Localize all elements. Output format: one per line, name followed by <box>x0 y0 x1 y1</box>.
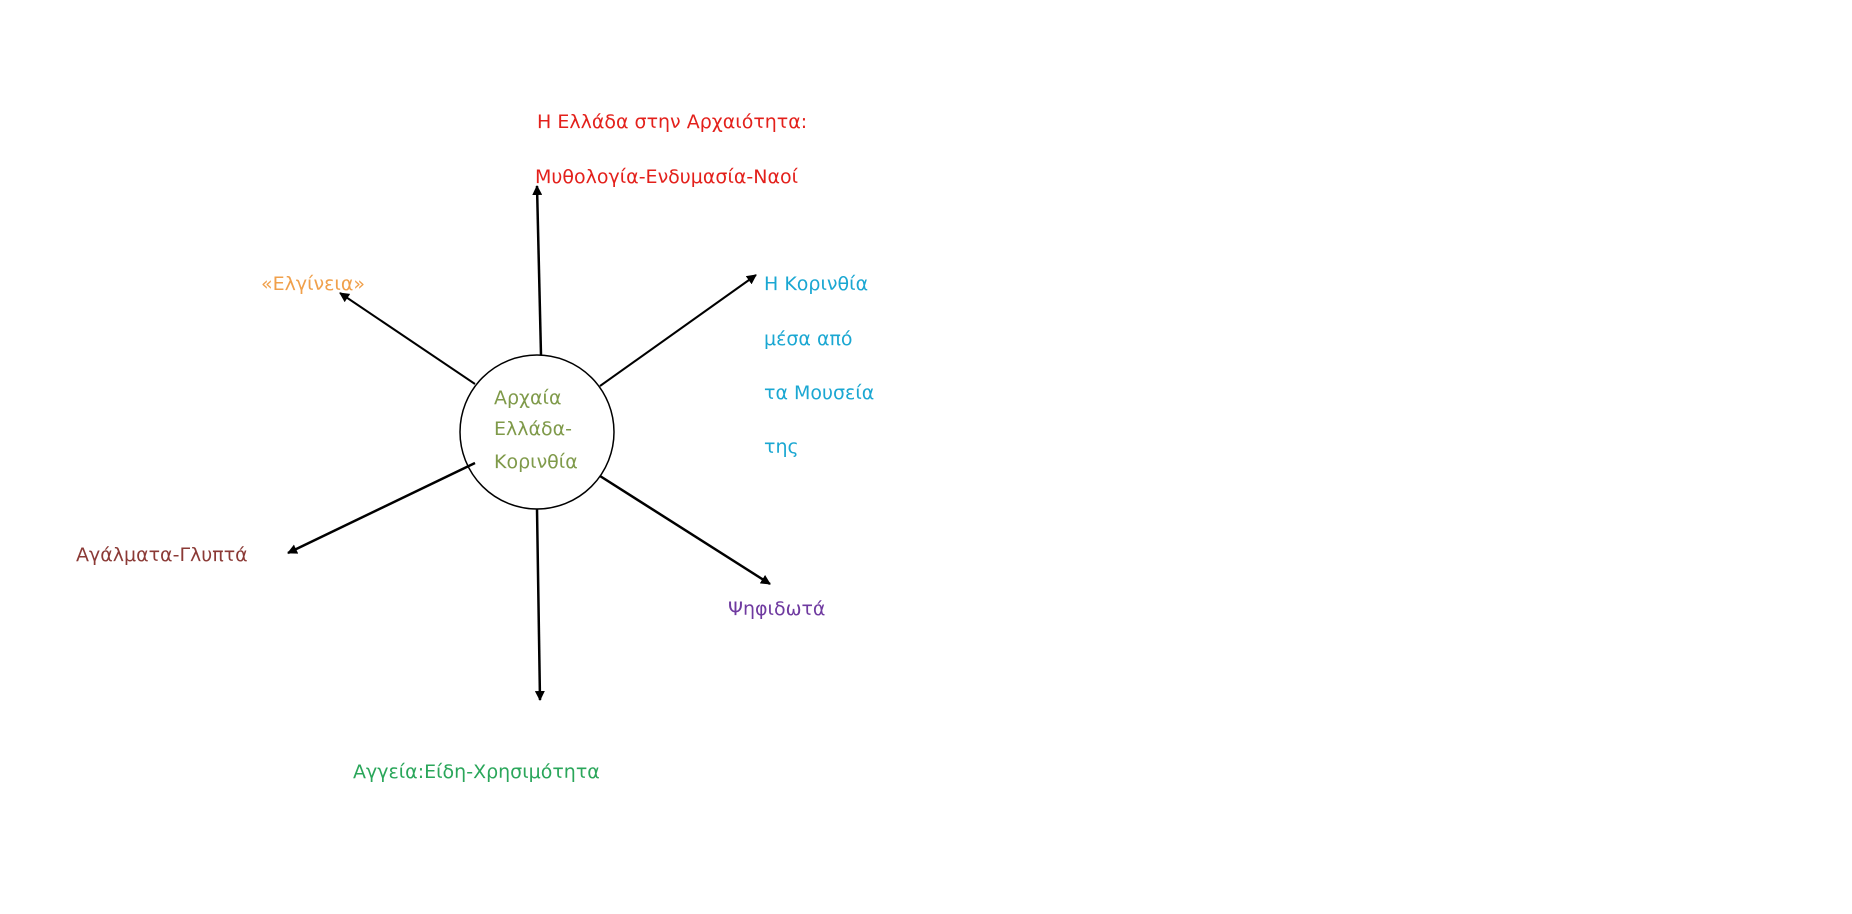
upper-right-branch-line-4: της <box>764 436 799 458</box>
arrow-to-upper-left <box>339 292 476 385</box>
upper-left-branch-label: «Ελγίνεια» <box>261 273 366 295</box>
top-branch-line-2: Μυθολογία-Ενδυμασία-Ναοί <box>535 166 799 188</box>
arrow-to-upper-right <box>599 274 757 387</box>
arrow-to-bottom <box>534 508 545 701</box>
central-node-line-2: Ελλάδα- <box>494 418 573 440</box>
central-node-line-3: Κορινθία <box>494 451 578 473</box>
arrow-to-lower-left <box>287 461 476 555</box>
lower-left-branch-label: Αγάλματα-Γλυπτά <box>76 544 248 566</box>
bottom-branch-label: Αγγεία:Είδη-Χρησιμότητα <box>353 761 600 783</box>
upper-right-branch-line-2: μέσα από <box>764 328 853 350</box>
upper-right-branch-line-1: Η Κορινθία <box>764 273 869 295</box>
upper-right-branch-line-3: τα Μουσεία <box>764 382 875 404</box>
arrow-to-top <box>532 185 543 356</box>
lower-right-branch-label: Ψηφιδωτά <box>728 598 826 620</box>
central-node-line-1: Αρχαία <box>494 387 562 409</box>
top-branch-line-1: Η Ελλάδα στην Αρχαιότητα: <box>537 111 808 133</box>
arrow-to-lower-right <box>599 474 771 586</box>
